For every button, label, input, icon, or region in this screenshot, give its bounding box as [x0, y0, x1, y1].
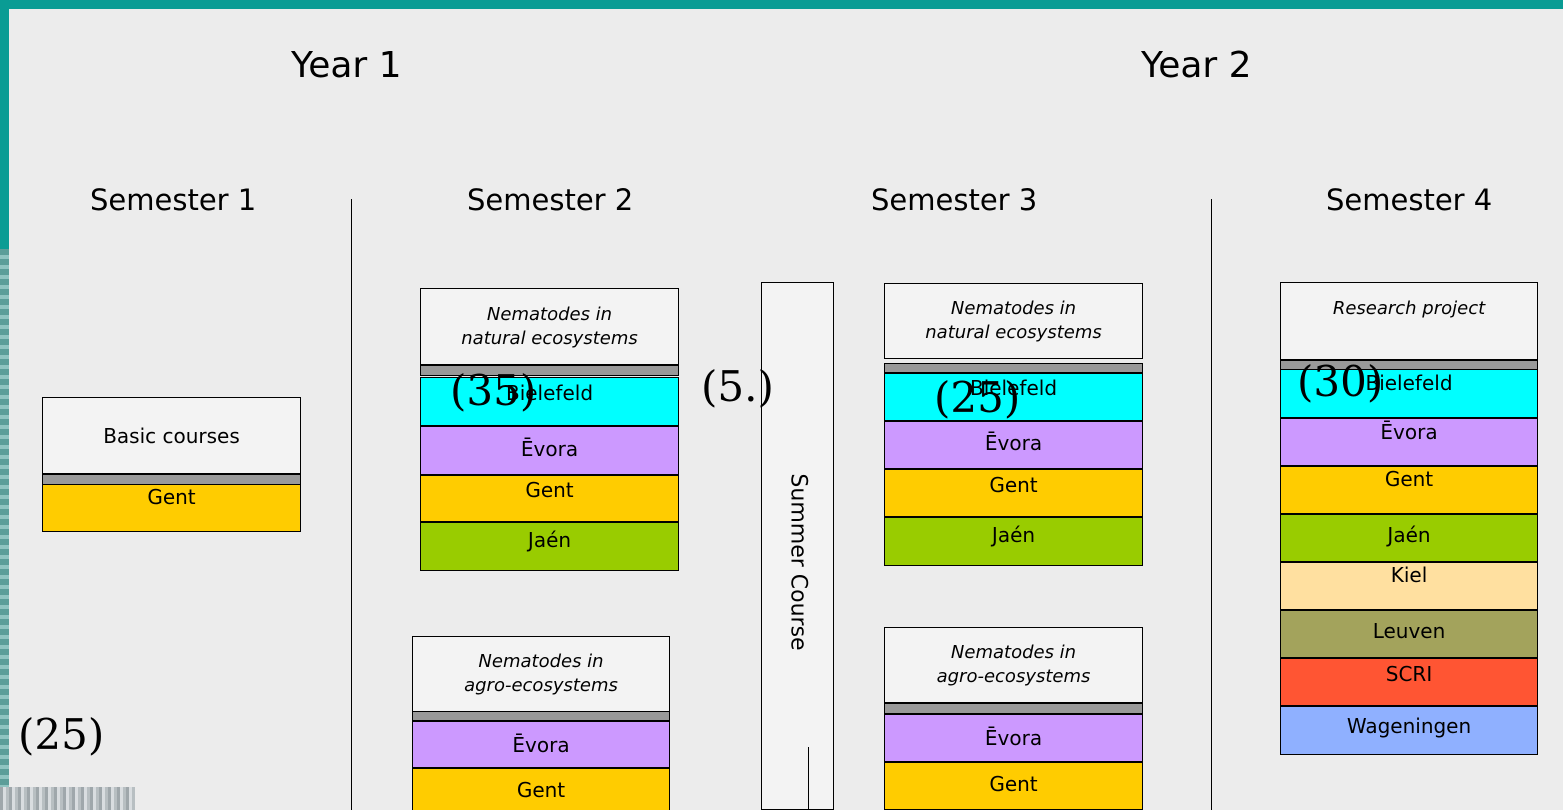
- semester-4-heading: Semester 4: [1326, 183, 1493, 217]
- separator-bar: [412, 711, 670, 721]
- title-line-2: natural ecosystems: [461, 327, 638, 349]
- agro-ecosystems-box: Nematodes in agro-ecosystems: [884, 627, 1143, 703]
- credits-label: (5.): [701, 362, 774, 411]
- title-line-1: Nematodes in: [478, 651, 604, 672]
- university-label: Ēvora: [1380, 420, 1438, 444]
- title-line-2: agro-ecosystems: [464, 675, 618, 696]
- title-line-1: Nematodes in: [486, 303, 613, 325]
- university-label: Gent: [516, 778, 566, 802]
- credits-label: (35): [450, 366, 537, 415]
- university-label: Leuven: [1372, 619, 1446, 643]
- credits-label: (30): [1297, 357, 1384, 406]
- credits-label: (25): [18, 710, 105, 759]
- university-label: Jaén: [1387, 523, 1431, 547]
- natural-ecosystems-box: Nematodes in natural ecosystems: [884, 283, 1143, 359]
- university-cell: Gent: [1280, 466, 1538, 514]
- university-label: Bielefeld: [505, 381, 594, 405]
- summer-course-label: Summer Course: [785, 473, 811, 651]
- university-label: Ēvora: [512, 733, 570, 757]
- university-label: Ēvora: [520, 437, 579, 461]
- photo-fragment: [0, 787, 135, 810]
- separator-bar: [884, 363, 1143, 373]
- diagram-canvas: Year 1 Year 2 Semester 1 Semester 2 Seme…: [9, 9, 1563, 810]
- title-line-2: natural ecosystems: [925, 322, 1102, 343]
- semester-2-heading: Semester 2: [467, 183, 634, 217]
- university-cell: SCRI: [1280, 658, 1538, 706]
- agro-ecosystems-box: Nematodes in agro-ecosystems: [412, 636, 670, 712]
- semester-3-heading: Semester 3: [871, 183, 1038, 217]
- university-cell: Kiel: [1280, 562, 1538, 610]
- title-line-2: agro-ecosystems: [936, 666, 1091, 687]
- university-cell: Ēvora: [884, 421, 1143, 469]
- university-label: Ēvora: [984, 726, 1043, 750]
- university-label: Gent: [147, 485, 196, 509]
- left-strip-artwork: [0, 249, 9, 809]
- university-cell: Bielefeld: [420, 377, 679, 426]
- research-project-title: Research project: [1332, 298, 1486, 319]
- university-cell: Jaén: [884, 517, 1143, 566]
- university-label: Gent: [525, 478, 574, 502]
- university-label: Bielefeld: [969, 376, 1058, 400]
- university-cell: Gent: [420, 475, 679, 522]
- university-cell: Ēvora: [1280, 418, 1538, 466]
- university-label: Gent: [989, 772, 1038, 796]
- university-cell: Gent: [412, 768, 670, 810]
- university-cell: Gent: [884, 762, 1143, 810]
- university-cell: Leuven: [1280, 610, 1538, 658]
- university-cell: Jaén: [1280, 514, 1538, 562]
- semester-1-heading: Semester 1: [90, 183, 257, 217]
- university-label: Jaén: [991, 523, 1036, 547]
- university-label: SCRI: [1385, 662, 1433, 686]
- university-cell: Ēvora: [412, 721, 670, 768]
- left-border-strip: [0, 9, 9, 810]
- separator-bar: [884, 703, 1143, 714]
- summer-course-tick: [808, 747, 809, 810]
- year-2-heading: Year 2: [1141, 45, 1252, 86]
- separator-bar: [420, 365, 679, 376]
- university-cell: Jaén: [420, 522, 679, 571]
- university-cell: Wageningen: [1280, 706, 1538, 755]
- divider-year1-semester: [351, 199, 352, 810]
- basic-courses-title: Basic courses: [103, 423, 240, 448]
- university-label: Gent: [1384, 467, 1434, 491]
- university-cell: Gent: [42, 484, 301, 532]
- credits-label: (25): [934, 373, 1021, 422]
- title-line-1: Nematodes in: [950, 298, 1077, 319]
- summer-course-box: [761, 282, 834, 810]
- university-cell: Gent: [884, 469, 1143, 517]
- research-project-box: Research project: [1280, 282, 1538, 360]
- university-cell: Bielefeld: [1280, 369, 1538, 418]
- divider-year2-semester: [1211, 199, 1212, 810]
- university-cell: Bielefeld: [884, 373, 1143, 421]
- university-label: Wageningen: [1346, 714, 1472, 738]
- title-line-1: Nematodes in: [950, 642, 1077, 663]
- university-label: Gent: [989, 473, 1038, 497]
- university-cell: Ēvora: [420, 426, 679, 475]
- year-1-heading: Year 1: [291, 45, 402, 86]
- university-cell: Ēvora: [884, 714, 1143, 762]
- university-label: Kiel: [1390, 563, 1428, 587]
- university-label: Bielefeld: [1365, 371, 1453, 395]
- university-label: Jaén: [527, 528, 572, 552]
- university-label: Ēvora: [984, 431, 1043, 455]
- basic-courses-box: Basic courses: [42, 397, 301, 474]
